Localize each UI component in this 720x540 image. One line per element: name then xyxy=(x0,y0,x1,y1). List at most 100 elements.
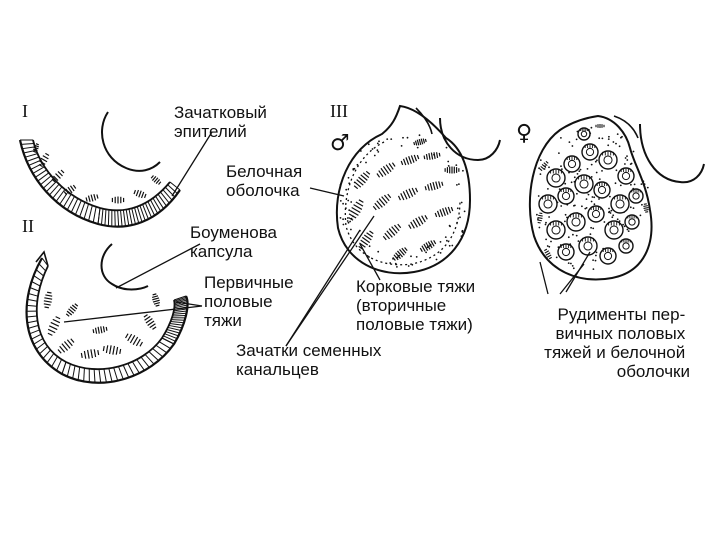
female-follicle xyxy=(599,247,617,265)
stage-1-epithelium-stroke xyxy=(150,199,159,214)
stage-1-epithelium-stroke xyxy=(160,191,170,204)
female-follicle xyxy=(624,214,640,230)
female-rudiment-cord xyxy=(643,203,649,213)
stage-1-cord-stroke xyxy=(158,181,162,185)
female-follicle xyxy=(587,205,605,223)
female-stroma-dot xyxy=(573,204,575,207)
female-rudiment-cord-stroke xyxy=(540,165,545,170)
follicle-wall xyxy=(618,238,634,254)
stage-2-epithelium-stroke xyxy=(35,269,44,277)
male-cortical-cord-stroke xyxy=(393,224,400,232)
female-rudiment-cord xyxy=(537,212,543,224)
stage-2-cord-stroke xyxy=(97,326,100,334)
female-follicles xyxy=(538,127,644,265)
stage-2-cord xyxy=(80,349,100,359)
female-rudiment-cord-stroke xyxy=(643,207,649,209)
stage-1-epithelium-stroke xyxy=(139,205,146,221)
stage-2-epithelium-stroke xyxy=(122,364,130,378)
stage-1-cord-stroke xyxy=(45,152,50,157)
male-cortical-cord-stroke xyxy=(386,230,393,238)
stage-2-cord xyxy=(125,333,143,347)
male-stroma-dot xyxy=(456,221,458,224)
female-rudiment-cord-stroke xyxy=(546,254,552,258)
male-cortical-cord-stroke xyxy=(376,173,381,178)
stage-1-epithelium-stroke xyxy=(37,172,50,182)
stage-1-epithelium-stroke xyxy=(104,209,107,226)
female-follicle xyxy=(581,143,599,161)
stage-2-cord-stroke xyxy=(152,299,160,303)
female-stroma-dot xyxy=(614,182,617,185)
female-follicle xyxy=(546,168,566,188)
stage-2-cord-stroke xyxy=(97,349,100,356)
male-stroma-dot xyxy=(400,145,403,147)
stage-label-1: I xyxy=(22,101,28,121)
female-stroma-dot xyxy=(622,223,624,226)
stage-2-cord-stroke xyxy=(50,321,60,327)
female-stroma-dot xyxy=(632,207,635,210)
male-stroma-dot xyxy=(376,149,379,152)
male-cortical-cord-stroke xyxy=(414,140,418,146)
follicle-oocyte xyxy=(579,179,589,189)
male-cortical-cord-stroke xyxy=(413,154,418,162)
male-stroma-dot xyxy=(377,250,380,253)
female-stroma-dot xyxy=(539,173,542,176)
stage-1-cord-stroke xyxy=(143,193,147,199)
stage-2-cord-stroke xyxy=(66,339,73,347)
male-stroma-dot xyxy=(416,146,419,149)
stage-2-epithelium-stroke xyxy=(29,329,40,335)
male-stroma-dot xyxy=(348,209,351,212)
stage-2-cord-stroke xyxy=(105,326,108,331)
follicle-wall xyxy=(628,188,644,204)
female-stroma-dot xyxy=(641,203,643,206)
male-cortical-cord-stroke xyxy=(421,245,426,252)
stage-2-epithelium-stroke xyxy=(172,312,187,315)
male-cortical-cord xyxy=(424,181,444,191)
female-stroma-dot xyxy=(624,163,626,165)
female-stroma-dot xyxy=(595,251,598,254)
stage-2-bowman-capsule-arc xyxy=(100,243,149,291)
stage-2-epithelium-stroke xyxy=(27,298,38,302)
female-follicle xyxy=(610,194,630,214)
stage-2-epithelium-stroke xyxy=(38,263,47,272)
female-figure xyxy=(528,114,705,281)
follicle-oocyte xyxy=(571,217,581,227)
stage-label-2: II xyxy=(22,216,34,236)
female-stroma-dot xyxy=(612,214,615,217)
female-rudiment-cord xyxy=(544,248,552,260)
male-stroma-dot xyxy=(345,207,347,210)
female-follicle xyxy=(574,174,594,194)
female-stroma-dot xyxy=(603,221,606,223)
stage-1-cord-stroke xyxy=(87,195,91,202)
follicle-oocyte xyxy=(622,242,630,250)
stage-2-cord xyxy=(152,293,160,307)
stage-1-epithelium-stroke xyxy=(120,210,123,227)
stage-2-cord-stroke xyxy=(147,320,155,326)
female-stroma-dot xyxy=(548,166,550,169)
stage-2-cord-stroke xyxy=(83,350,87,359)
male-cortical-cord-stroke xyxy=(349,210,359,216)
stage-2-figure xyxy=(25,243,189,384)
stage-2-epithelium-stroke xyxy=(26,315,38,318)
stage-1-cord xyxy=(150,175,162,185)
stage-2-epithelium-stroke xyxy=(174,304,188,309)
male-stroma-dot xyxy=(462,169,464,172)
male-cortical-cord-stroke xyxy=(378,170,384,177)
follicle-wall xyxy=(581,143,599,161)
follicle-oocyte xyxy=(580,130,588,138)
male-cortical-cord-stroke xyxy=(402,191,408,200)
stage-2-epithelium-stroke xyxy=(83,367,85,382)
follicle-oocyte xyxy=(615,199,625,209)
female-stroma-dot xyxy=(564,182,567,185)
stage-2-epithelium-stroke xyxy=(172,315,187,317)
female-stroma-dot xyxy=(593,196,596,199)
stage-1-cord-stroke xyxy=(57,171,63,177)
stage-2-cord-stroke xyxy=(70,338,75,343)
stage-1-epithelium-stroke xyxy=(147,201,156,216)
stage-1-cord-stroke xyxy=(38,163,43,168)
stage-2-cord-stroke xyxy=(112,345,116,355)
stage-2-cord xyxy=(92,326,108,334)
stage-2-cord-stroke xyxy=(102,326,106,333)
male-stroma-dot xyxy=(439,241,442,243)
female-stroma-dot xyxy=(592,227,595,230)
stage-2-epithelium-stroke xyxy=(173,310,187,314)
